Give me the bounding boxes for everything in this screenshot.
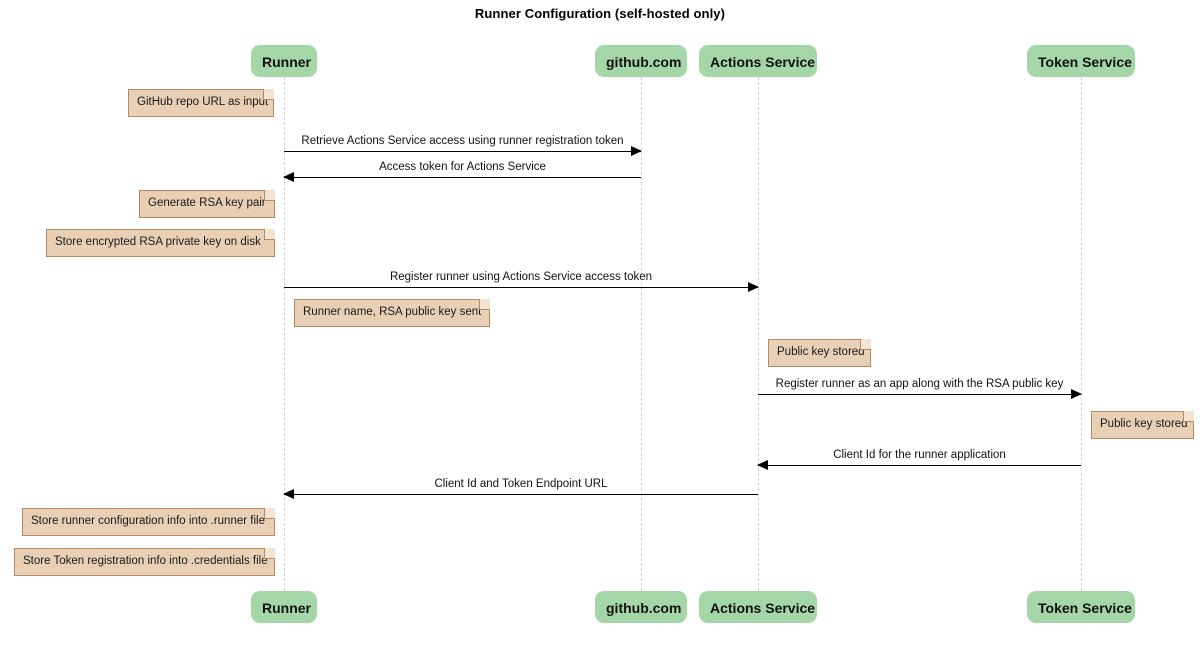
message-label: Retrieve Actions Service access using ru… [301,135,624,147]
arrowhead-left-icon [757,460,768,470]
note-fold-corner-icon [264,229,275,240]
lifeline-token [1081,77,1082,591]
participant-label: github.com [606,600,682,616]
note-fold-corner-icon [860,339,871,350]
message-line [284,177,641,178]
participant-runner-top[interactable]: Runner [251,45,317,77]
message-label: Client Id for the runner application [833,449,1006,461]
note-text: Runner name, RSA public key sent [303,306,482,318]
note-fold-corner-icon [264,548,275,559]
message-line [284,151,641,152]
note-public-key-actions[interactable]: Public key stored [768,339,871,367]
note-text: Store encrypted RSA private key on disk [55,236,261,248]
arrowhead-right-icon [1071,389,1082,399]
arrowhead-right-icon [631,146,642,156]
lifeline-actions [758,77,759,591]
note-text: Store runner configuration info into .ru… [31,515,265,527]
note-generate-rsa[interactable]: Generate RSA key pair [139,190,275,218]
note-store-credentials[interactable]: Store Token registration info into .cred… [14,548,275,576]
note-store-runner-file[interactable]: Store runner configuration info into .ru… [22,508,275,536]
participant-actions-bottom[interactable]: Actions Service [699,591,817,623]
page-title: Runner Configuration (self-hosted only) [474,6,726,21]
message-label: Access token for Actions Service [379,161,546,173]
note-fold-corner-icon [264,508,275,519]
message-label: Client Id and Token Endpoint URL [434,478,608,490]
note-fold-corner-icon [1183,411,1194,422]
message-line [284,494,758,495]
participant-label: github.com [606,54,682,70]
participant-label: Token Service [1038,600,1132,616]
message-label: Register runner using Actions Service ac… [389,271,653,283]
message-line [758,394,1081,395]
participant-label: Runner [262,54,311,70]
participant-label: Actions Service [710,600,816,616]
note-store-private-key[interactable]: Store encrypted RSA private key on disk [46,229,275,257]
note-public-key-token[interactable]: Public key stored [1091,411,1194,439]
participant-github-top[interactable]: github.com [595,45,687,77]
participant-actions-top[interactable]: Actions Service [699,45,817,77]
note-fold-corner-icon [479,299,490,310]
participant-token-bottom[interactable]: Token Service [1027,591,1135,623]
participant-runner-bottom[interactable]: Runner [251,591,317,623]
participant-github-bottom[interactable]: github.com [595,591,687,623]
lifeline-runner [284,77,285,591]
participant-label: Token Service [1038,54,1132,70]
lifeline-github [641,77,642,591]
note-fold-corner-icon [263,89,274,100]
arrowhead-right-icon [748,282,759,292]
note-text: Store Token registration info into .cred… [23,555,268,567]
participant-label: Runner [262,600,311,616]
message-line [758,465,1081,466]
arrowhead-left-icon [283,172,294,182]
note-text: Public key stored [1100,418,1188,430]
note-text: Public key stored [777,346,865,358]
message-label: Register runner as an app along with the… [775,378,1064,390]
note-text: GitHub repo URL as input [137,96,269,108]
note-fold-corner-icon [264,190,275,201]
note-runner-name-key[interactable]: Runner name, RSA public key sent [294,299,490,327]
participant-label: Actions Service [710,54,816,70]
message-line [284,287,758,288]
participant-token-top[interactable]: Token Service [1027,45,1135,77]
note-text: Generate RSA key pair [148,197,266,209]
note-github-repo-url[interactable]: GitHub repo URL as input [128,89,274,117]
arrowhead-left-icon [283,489,294,499]
